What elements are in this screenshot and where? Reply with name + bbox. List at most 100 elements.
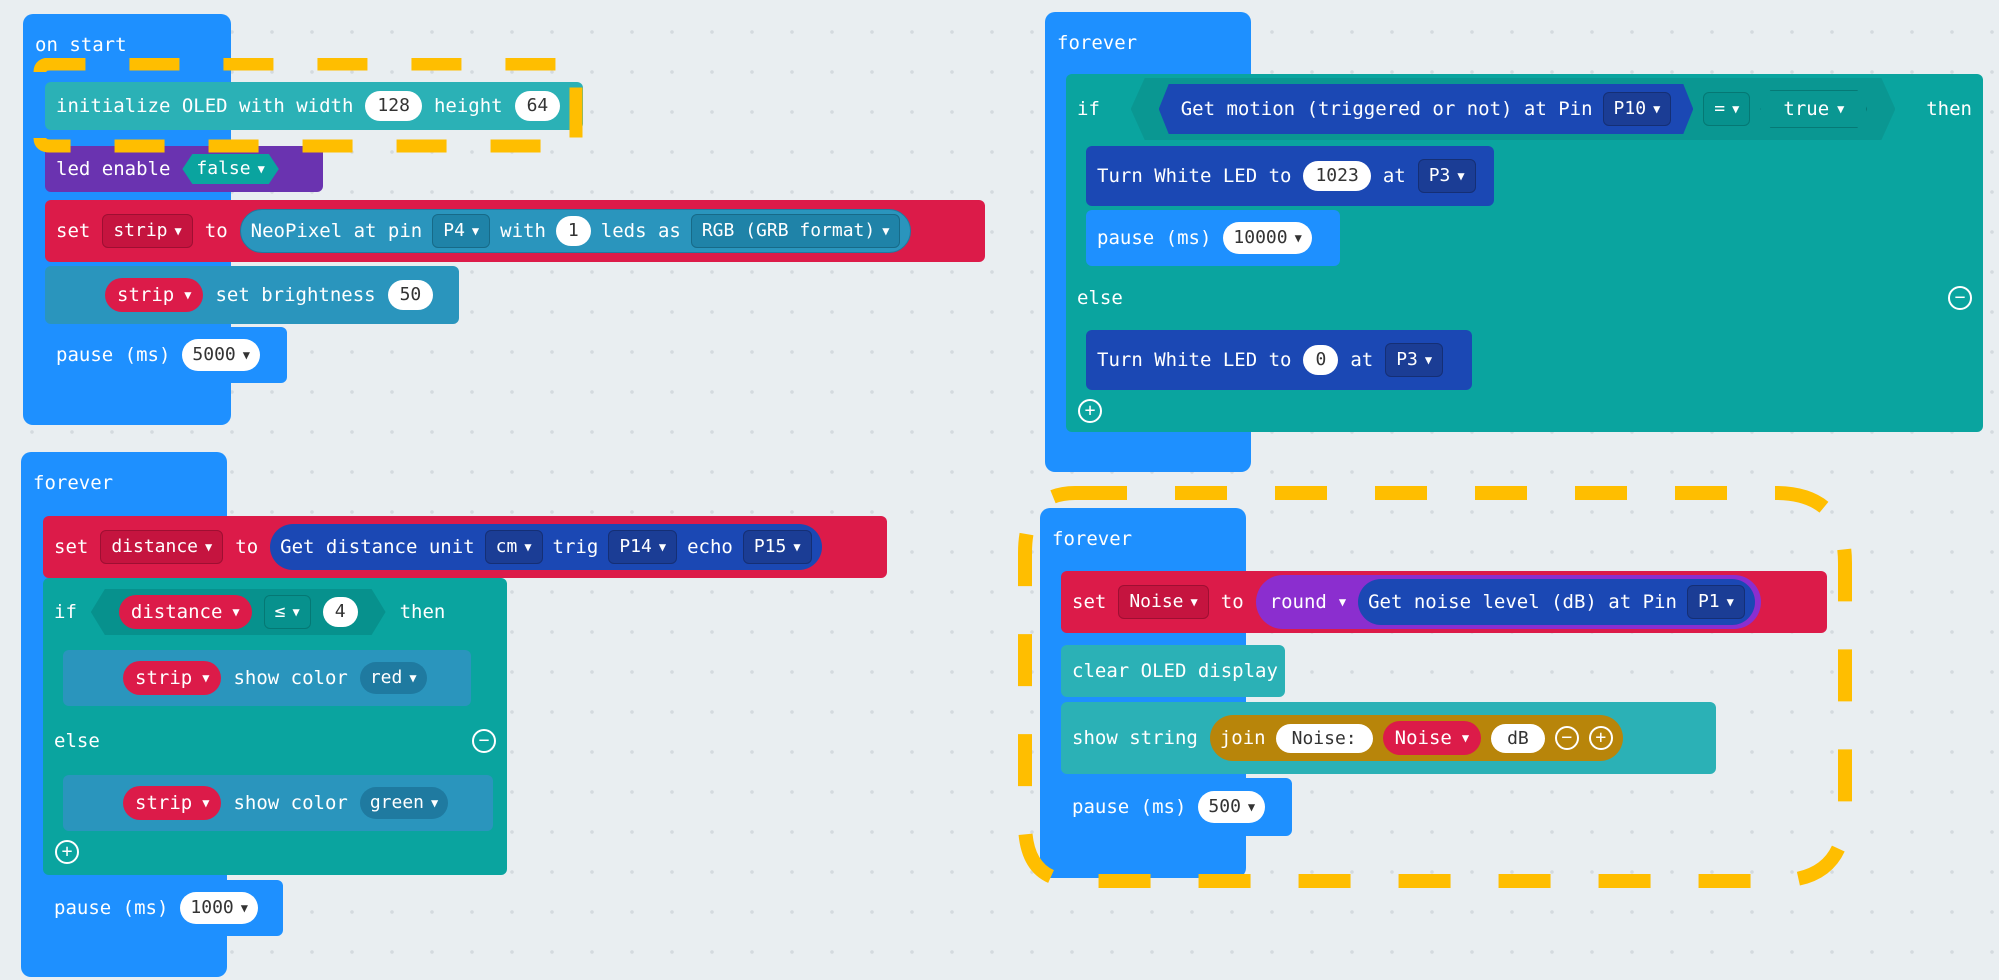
caret-down-icon: ▼	[242, 348, 250, 362]
round-label: round	[1269, 591, 1327, 613]
equals-condition[interactable]: Get motion (triggered or not) at Pin P10…	[1131, 78, 1896, 140]
format-value: RGB (GRB format)	[701, 220, 876, 241]
set-noise-block[interactable]: set Noise ▼ to round ▼ Get noise level (…	[1061, 571, 1827, 633]
then-label: then	[1926, 98, 1972, 120]
caret-down-icon: ▼	[524, 540, 532, 554]
operator-dropdown[interactable]: ≤ ▼	[264, 595, 311, 629]
else-row-motion: else −	[1066, 272, 1983, 324]
plus-circle-icon[interactable]: +	[1078, 399, 1102, 423]
show-color-green-block[interactable]: strip ▼ show color green ▼	[63, 775, 493, 831]
echo-pin-dropdown[interactable]: P15 ▼	[742, 530, 812, 564]
neopixel-pin-dropdown[interactable]: P4 ▼	[432, 214, 491, 248]
if-motion-header: if Get motion (triggered or not) at Pin …	[1066, 78, 1983, 140]
led-off-block[interactable]: Turn White LED to 0 at P3 ▼	[1086, 330, 1472, 390]
get-noise-label: Get noise level (dB) at Pin	[1368, 591, 1677, 613]
caret-down-icon: ▼	[232, 605, 240, 619]
join-reporter[interactable]: join Noise: Noise ▼ dB − +	[1209, 715, 1623, 761]
at-label: at	[1350, 349, 1374, 371]
threshold-input[interactable]: 4	[323, 597, 358, 627]
distance-var-reporter[interactable]: distance ▼	[119, 595, 252, 629]
trig-pin-dropdown[interactable]: P14 ▼	[608, 530, 678, 564]
show-color-red-block[interactable]: strip ▼ show color red ▼	[63, 650, 471, 706]
pause-block[interactable]: pause (ms) 5000 ▼	[45, 327, 287, 383]
set-brightness-block[interactable]: strip ▼ set brightness 50	[45, 266, 459, 324]
get-noise-reporter[interactable]: Get noise level (dB) at Pin P1 ▼	[1358, 579, 1755, 625]
pause-dropdown[interactable]: 500 ▼	[1198, 791, 1266, 823]
motion-pin-value: P10	[1613, 98, 1647, 119]
to-label: to	[1220, 591, 1244, 613]
oled-width-input[interactable]: 128	[365, 91, 422, 121]
minus-circle-icon[interactable]: −	[1948, 286, 1972, 310]
pause-dropdown[interactable]: 1000 ▼	[180, 892, 258, 924]
led-pin-dropdown[interactable]: P3 ▼	[1385, 343, 1444, 377]
noise-var-reporter[interactable]: Noise ▼	[1382, 721, 1482, 755]
caret-down-icon: ▼	[1461, 731, 1470, 745]
unit-dropdown[interactable]: cm ▼	[484, 530, 543, 564]
pause-label: pause (ms)	[1097, 227, 1212, 249]
operator-value: ≤	[274, 601, 286, 622]
oled-init-block[interactable]: initialize OLED with width 128 height 64	[45, 82, 583, 130]
trig-label: trig	[552, 536, 599, 558]
round-reporter[interactable]: round ▼ Get noise level (dB) at Pin P1 ▼	[1255, 575, 1761, 629]
pause-value: 1000	[190, 897, 234, 918]
pause-dropdown[interactable]: 10000 ▼	[1223, 222, 1312, 254]
color-red-dropdown[interactable]: red ▼	[359, 662, 427, 694]
motion-pin-dropdown[interactable]: P10 ▼	[1603, 92, 1672, 126]
led-enable-dropdown[interactable]: false ▼	[182, 154, 278, 184]
equals-value: =	[1714, 98, 1726, 119]
led-on-block[interactable]: Turn White LED to 1023 at P3 ▼	[1086, 146, 1494, 206]
noise-text-input[interactable]: Noise:	[1275, 723, 1373, 753]
led-value-input[interactable]: 0	[1303, 345, 1339, 375]
pause-block[interactable]: pause (ms) 500 ▼	[1061, 778, 1292, 836]
caret-down-icon: ▼	[1338, 595, 1347, 609]
join-label: join	[1219, 727, 1266, 749]
neopixel-reporter[interactable]: NeoPixel at pin P4 ▼ with 1 leds as RGB …	[239, 209, 912, 253]
caret-down-icon: ▼	[1190, 595, 1198, 609]
else-label: else	[54, 730, 100, 752]
strip-var-reporter[interactable]: strip ▼	[105, 278, 204, 312]
caret-down-icon: ▼	[1726, 595, 1734, 609]
set-distance-block[interactable]: set distance ▼ to Get distance unit cm ▼…	[43, 516, 887, 578]
led-count-input[interactable]: 1	[555, 216, 591, 246]
caret-down-icon: ▼	[240, 901, 248, 915]
led-value-input[interactable]: 1023	[1303, 161, 1371, 191]
neopixel-pin-value: P4	[443, 220, 465, 241]
noise-var-dropdown[interactable]: Noise ▼	[1118, 585, 1209, 619]
with-label: with	[500, 220, 546, 242]
format-dropdown[interactable]: RGB (GRB format) ▼	[690, 214, 901, 248]
forever-label: forever	[1057, 32, 1138, 54]
noise-pin-dropdown[interactable]: P1 ▼	[1686, 585, 1745, 619]
get-distance-reporter[interactable]: Get distance unit cm ▼ trig P14 ▼ echo P…	[270, 524, 822, 570]
color-green-dropdown[interactable]: green ▼	[359, 787, 449, 819]
pause-dropdown[interactable]: 5000 ▼	[182, 339, 260, 371]
strip-var-reporter[interactable]: strip ▼	[123, 786, 222, 820]
minus-circle-icon[interactable]: −	[1554, 726, 1579, 750]
show-color-label: show color	[233, 792, 348, 814]
plus-circle-icon[interactable]: +	[55, 840, 79, 864]
plus-circle-icon[interactable]: +	[1588, 726, 1613, 750]
pause-label: pause (ms)	[54, 897, 169, 919]
led-enable-block[interactable]: led enable false ▼	[45, 146, 323, 192]
minus-circle-icon[interactable]: −	[472, 729, 496, 753]
to-label: to	[235, 536, 259, 558]
get-motion-reporter[interactable]: Get motion (triggered or not) at Pin P10…	[1159, 84, 1694, 134]
show-string-block[interactable]: show string join Noise: Noise ▼ dB − +	[1061, 702, 1716, 774]
strip-var-reporter[interactable]: strip ▼	[123, 661, 222, 695]
bool-true-reporter[interactable]: true ▼	[1760, 90, 1867, 128]
clear-oled-block[interactable]: clear OLED display	[1061, 645, 1285, 697]
caret-down-icon: ▼	[431, 796, 439, 810]
distance-var-value: distance	[111, 536, 199, 557]
brightness-input[interactable]: 50	[387, 280, 434, 310]
compare-condition[interactable]: distance ▼ ≤ ▼ 4	[91, 589, 386, 635]
distance-var-dropdown[interactable]: distance ▼	[100, 530, 224, 564]
pause-block[interactable]: pause (ms) 1000 ▼	[43, 880, 283, 936]
oled-height-input[interactable]: 64	[514, 91, 561, 121]
equals-dropdown[interactable]: = ▼	[1703, 92, 1750, 126]
strip-var-dropdown[interactable]: strip ▼	[102, 214, 193, 248]
pause-block[interactable]: pause (ms) 10000 ▼	[1086, 210, 1340, 266]
else-label: else	[1077, 287, 1123, 309]
led-pin-dropdown[interactable]: P3 ▼	[1417, 159, 1476, 193]
set-strip-block[interactable]: set strip ▼ to NeoPixel at pin P4 ▼ with…	[45, 200, 985, 262]
show-color-label: show color	[233, 667, 348, 689]
db-text-input[interactable]: dB	[1491, 723, 1545, 753]
